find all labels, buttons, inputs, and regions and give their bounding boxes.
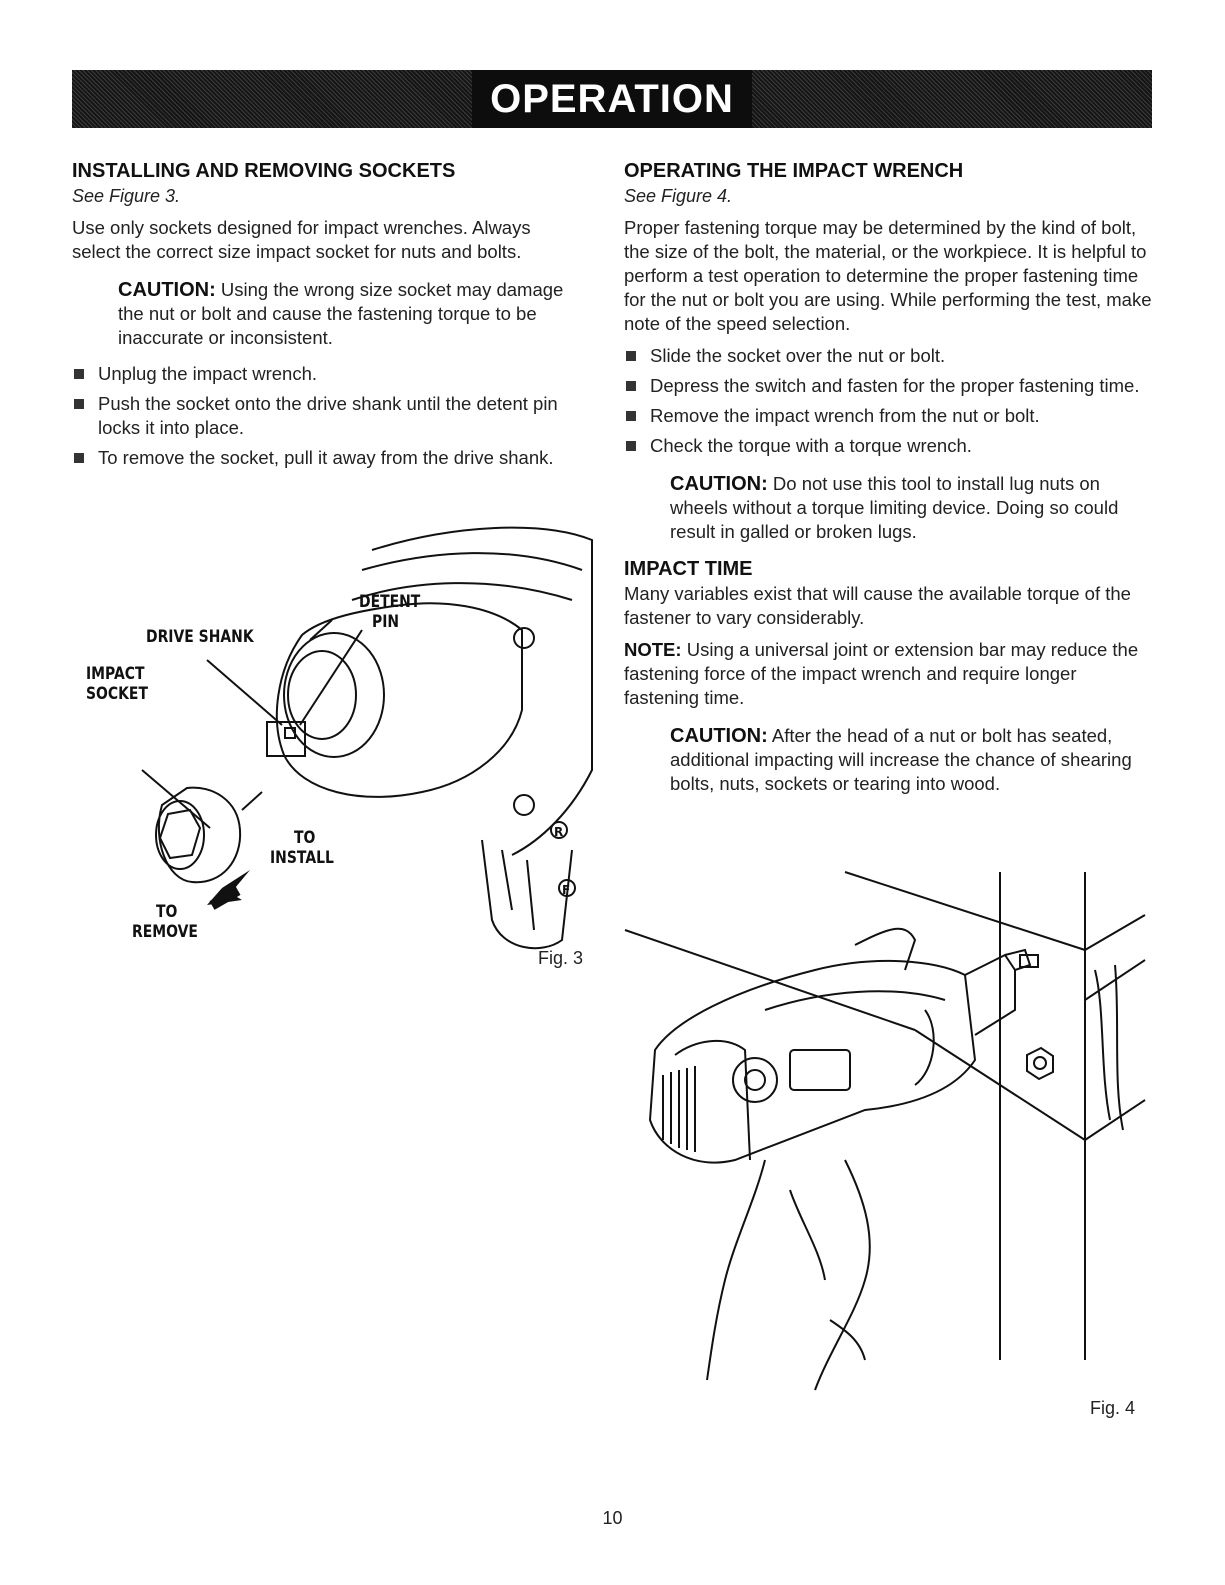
bullet-square-icon <box>74 453 84 463</box>
callout-pin: PIN <box>372 612 400 632</box>
caution-shearing: CAUTION: After the head of a nut or bolt… <box>670 724 1152 796</box>
callout-to-install-1: TO <box>294 828 316 848</box>
step-text: Depress the switch and fasten for the pr… <box>650 375 1140 396</box>
bullet-square-icon <box>74 369 84 379</box>
figure-4-operating-wrench: Fig. 4 <box>615 860 1155 1420</box>
page-number: 10 <box>602 1508 623 1528</box>
caution-socket-size: CAUTION: Using the wrong size socket may… <box>118 278 580 350</box>
forward-marker-icon <box>558 879 576 897</box>
caution-label: CAUTION: <box>670 473 768 495</box>
installing-heading: INSTALLING AND REMOVING SOCKETS <box>72 160 456 182</box>
see-figure-4: See Figure 4. <box>624 186 733 206</box>
step-text: Push the socket onto the drive shank unt… <box>98 393 558 438</box>
impact-wrench-nose-illustration: R F <box>141 526 593 950</box>
list-item: To remove the socket, pull it away from … <box>72 446 580 470</box>
caution-lug-nuts: CAUTION: Do not use this tool to install… <box>670 472 1152 544</box>
figure-4-caption: Fig. 4 <box>1090 1398 1136 1418</box>
operating-section: OPERATING THE IMPACT WRENCH See Figure 4… <box>624 158 1152 808</box>
list-item: Unplug the impact wrench. <box>72 362 580 386</box>
reverse-marker-label: R <box>554 825 563 839</box>
bullet-square-icon <box>626 381 636 391</box>
callout-impact: IMPACT <box>86 664 145 684</box>
callout-to-remove-2: REMOVE <box>132 922 198 942</box>
list-item: Depress the switch and fasten for the pr… <box>624 374 1152 398</box>
callout-to-remove-1: TO <box>156 902 178 922</box>
installing-intro: Use only sockets designed for impact wre… <box>72 217 531 262</box>
bullet-square-icon <box>626 411 636 421</box>
bullet-square-icon <box>626 441 636 451</box>
callout-detent: DETENT <box>359 592 421 612</box>
wrench-in-use-illustration <box>624 871 1146 1391</box>
callout-drive-shank: DRIVE SHANK <box>146 627 254 647</box>
caution-label: CAUTION: <box>670 725 768 747</box>
section-title: OPERATION <box>472 70 752 128</box>
callout-socket: SOCKET <box>86 684 148 704</box>
step-text: Remove the impact wrench from the nut or… <box>650 405 1040 426</box>
list-item: Push the socket onto the drive shank unt… <box>72 392 580 440</box>
caution-text: Using the wrong size socket may damage t… <box>118 279 564 348</box>
caution-label: CAUTION: <box>118 279 216 301</box>
list-item: Check the torque with a torque wrench. <box>624 434 1152 458</box>
operating-steps: Slide the socket over the nut or bolt. D… <box>624 344 1152 458</box>
operating-heading: OPERATING THE IMPACT WRENCH <box>624 160 964 182</box>
impact-time-text: Many variables exist that will cause the… <box>624 583 1131 628</box>
step-text: To remove the socket, pull it away from … <box>98 447 554 468</box>
callout-to-install-2: INSTALL <box>270 848 334 868</box>
step-text: Slide the socket over the nut or bolt. <box>650 345 946 366</box>
bullet-square-icon <box>74 399 84 409</box>
figure-3-caption: Fig. 3 <box>538 948 584 968</box>
reverse-marker-icon <box>550 821 568 839</box>
step-text: Unplug the impact wrench. <box>98 363 318 384</box>
operating-intro: Proper fastening torque may be determine… <box>624 217 1152 334</box>
section-banner: OPERATION <box>72 70 1152 128</box>
list-item: Slide the socket over the nut or bolt. <box>624 344 1152 368</box>
caution-text: After the head of a nut or bolt has seat… <box>670 725 1132 794</box>
installing-removing-section: INSTALLING AND REMOVING SOCKETS See Figu… <box>72 158 580 480</box>
caution-text: Do not use this tool to install lug nuts… <box>670 473 1119 542</box>
note-label: NOTE: <box>624 639 682 660</box>
installing-steps: Unplug the impact wrench. Push the socke… <box>72 362 580 470</box>
bullet-square-icon <box>626 351 636 361</box>
step-text: Check the torque with a torque wrench. <box>650 435 972 456</box>
impact-time-heading: IMPACT TIME <box>624 558 753 580</box>
figure-3-socket-installation: R F DETENT PIN DRIVE SHANK IMPACT SOCKET… <box>72 510 602 970</box>
note-text: Using a universal joint or extension bar… <box>624 639 1139 708</box>
forward-marker-label: F <box>562 883 570 897</box>
list-item: Remove the impact wrench from the nut or… <box>624 404 1152 428</box>
note-paragraph: NOTE: Using a universal joint or extensi… <box>624 638 1152 710</box>
see-figure-3: See Figure 3. <box>72 186 181 206</box>
